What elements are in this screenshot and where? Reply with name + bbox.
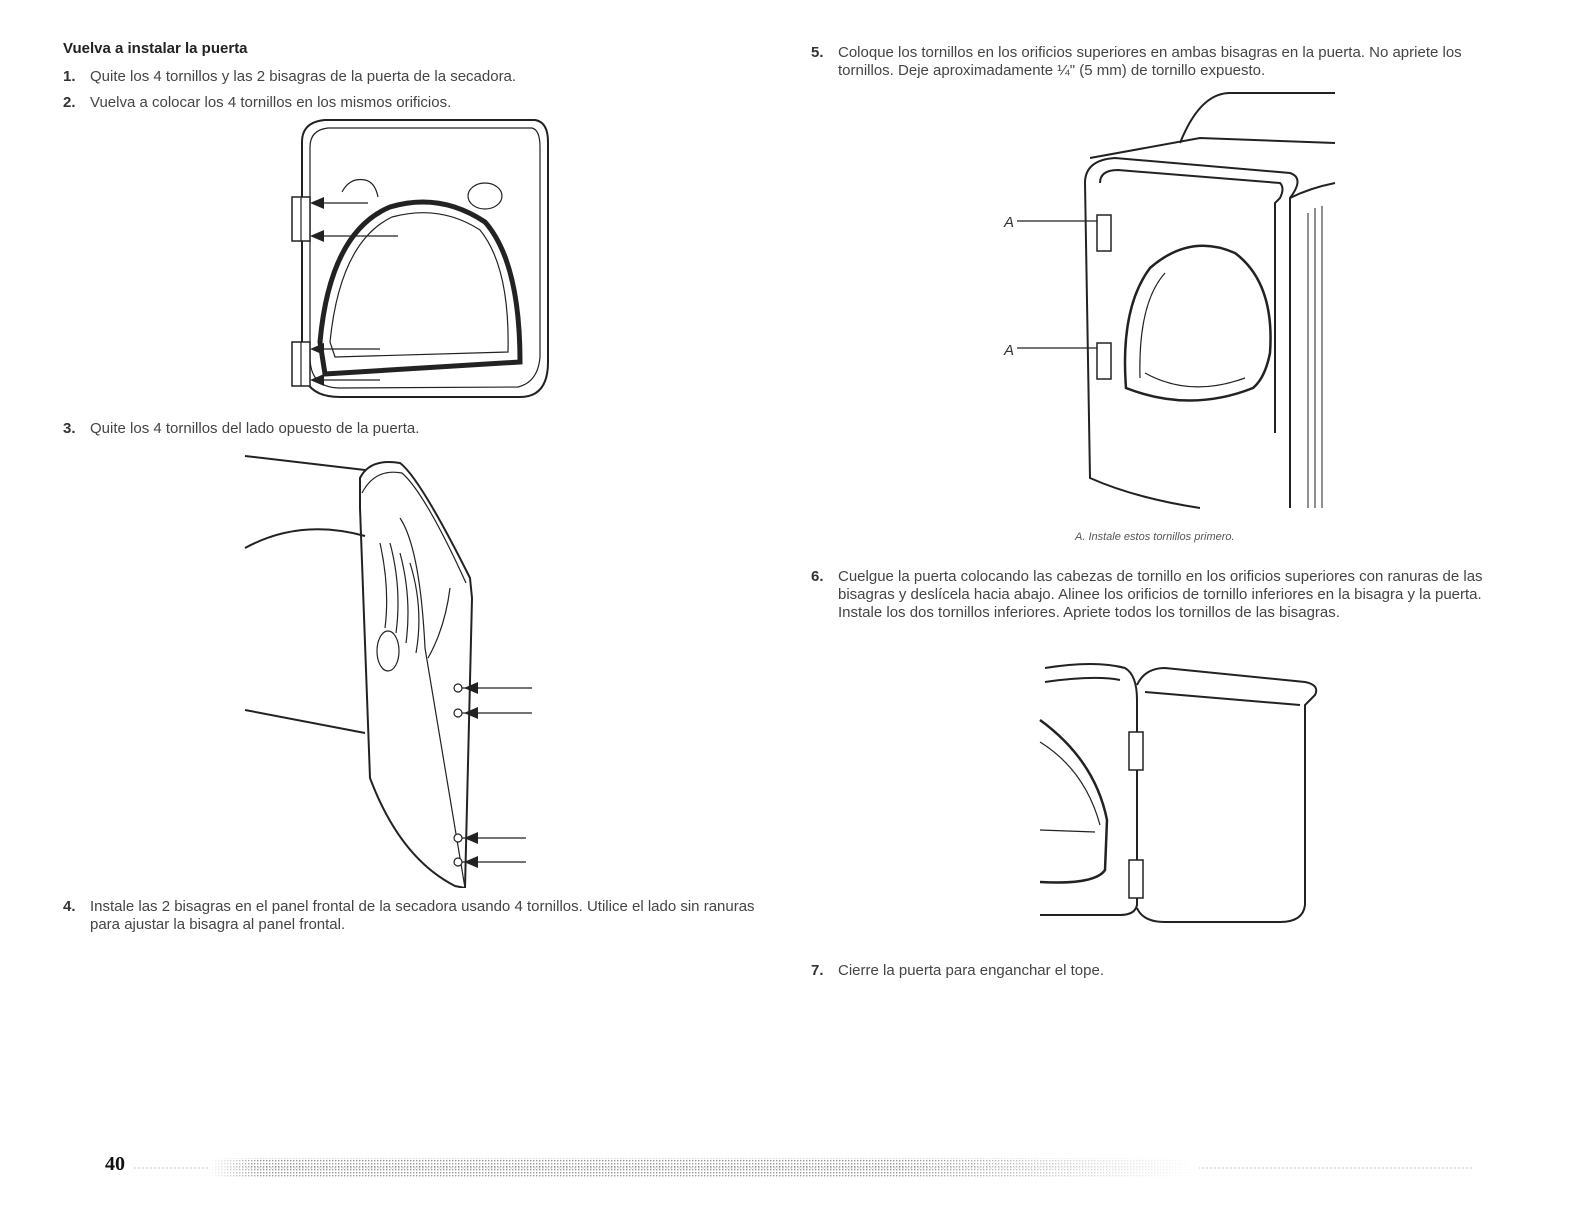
- label-a-bottom: A: [1004, 342, 1015, 359]
- step-number: 2.: [63, 94, 76, 111]
- figure-door-hinges: [280, 112, 570, 412]
- step-text: Instale las 2 bisagras en el panel front…: [90, 898, 755, 933]
- step-text: Coloque los tornillos en los orificios s…: [838, 44, 1462, 79]
- step-text: Cierre la puerta para enganchar el tope.: [838, 962, 1105, 979]
- footer-decorative-bar: [134, 1157, 1474, 1179]
- step-7: 7. Cierre la puerta para enganchar el to…: [811, 962, 1491, 980]
- step-2: 2. Vuelva a colocar los 4 tornillos en l…: [63, 94, 763, 112]
- step-number: 6.: [811, 568, 824, 585]
- step-number: 5.: [811, 44, 824, 61]
- step-1: 1. Quite los 4 tornillos y las 2 bisagra…: [63, 68, 763, 86]
- step-number: 7.: [811, 962, 824, 979]
- step-number: 3.: [63, 420, 76, 437]
- step-text: Cuelgue la puerta colocando las cabezas …: [838, 568, 1483, 621]
- step-3: 3. Quite los 4 tornillos del lado opuest…: [63, 420, 763, 438]
- figure-caption: A. Instale estos tornillos primero.: [1075, 531, 1235, 543]
- step-number: 4.: [63, 898, 76, 915]
- step-text: Quite los 4 tornillos del lado opuesto d…: [90, 420, 420, 437]
- step-text: Vuelva a colocar los 4 tornillos en los …: [90, 94, 452, 111]
- label-a-top: A: [1004, 214, 1015, 231]
- step-text: Quite los 4 tornillos y las 2 bisagras d…: [90, 68, 517, 85]
- page-number: 40: [105, 1153, 125, 1175]
- figure-dryer-hinge-screws: [990, 88, 1350, 518]
- section-title: Vuelva a instalar la puerta: [63, 40, 248, 57]
- step-4: 4. Instale las 2 bisagras en el panel fr…: [63, 898, 783, 934]
- figure-door-hung: [1035, 660, 1335, 935]
- step-6: 6. Cuelgue la puerta colocando las cabez…: [811, 568, 1523, 622]
- step-5: 5. Coloque los tornillos en los orificio…: [811, 44, 1491, 80]
- step-number: 1.: [63, 68, 76, 85]
- figure-door-opposite-screws: [240, 448, 540, 888]
